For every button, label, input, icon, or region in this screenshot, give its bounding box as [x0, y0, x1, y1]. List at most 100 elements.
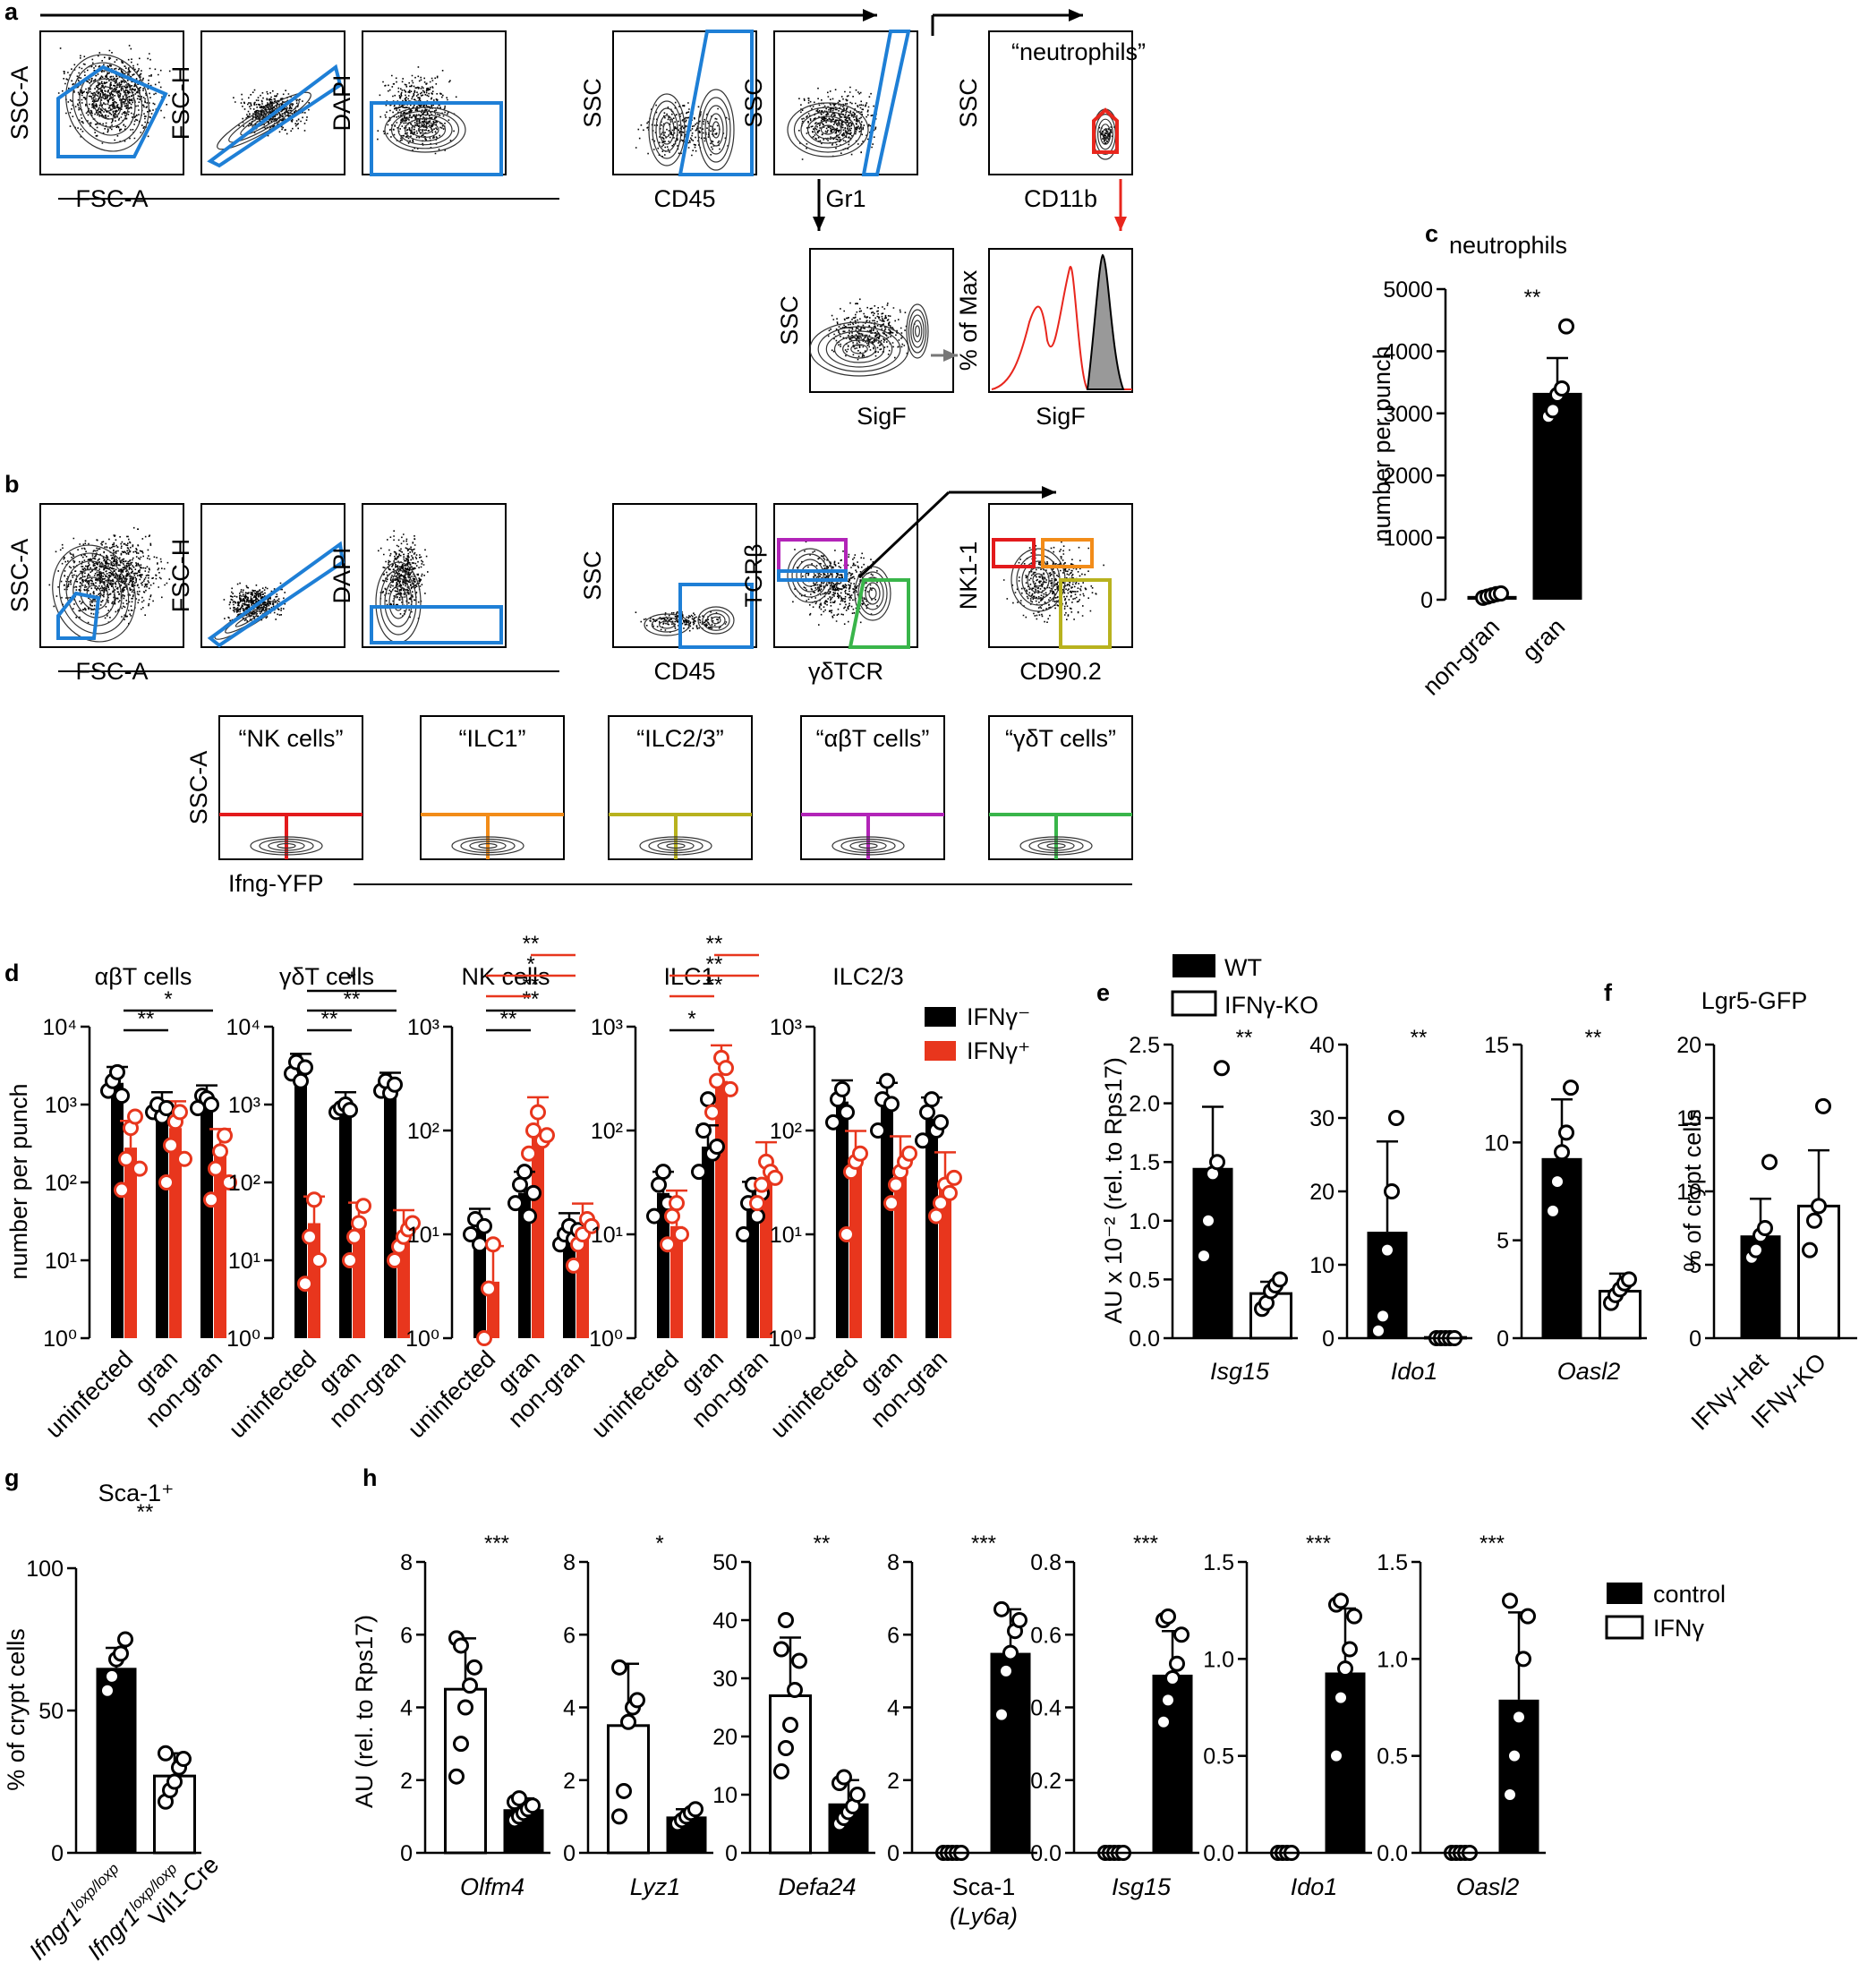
contour-line	[1021, 560, 1055, 600]
bar-ifng-neg	[294, 1070, 307, 1338]
x-tick-label: non-gran	[1418, 613, 1505, 701]
data-point	[1621, 1271, 1637, 1288]
arrow-head	[813, 217, 825, 231]
data-point-pos	[530, 1104, 546, 1121]
subset-plot-1	[218, 715, 363, 860]
data-point-neg	[736, 1226, 752, 1242]
arrow-head	[1042, 486, 1056, 499]
significance: **	[1411, 1026, 1428, 1050]
data-point-pos	[673, 1226, 689, 1242]
y-tick-label: 10³	[770, 1015, 802, 1040]
contour-line	[72, 568, 115, 619]
event-dots	[827, 298, 916, 361]
contour-line	[831, 836, 905, 856]
contour-line	[787, 102, 869, 158]
contour-line	[388, 585, 408, 619]
contour-line	[833, 335, 885, 363]
y-axis-label: % of crypt cells	[3, 1628, 30, 1791]
contour-line	[384, 107, 466, 153]
y-tick-label: 6	[563, 1623, 576, 1648]
bar-ifng-pos	[939, 1188, 951, 1338]
data-point	[1200, 1212, 1216, 1229]
bar-ifng-pos	[849, 1166, 862, 1338]
subset-ylabel: SSC-A	[185, 751, 212, 825]
histogram-eosinophils	[1086, 253, 1125, 390]
data-point	[1815, 1097, 1831, 1114]
y-tick-label: 40	[712, 1608, 738, 1634]
gate-gdt	[848, 578, 910, 649]
contour-group	[1019, 836, 1093, 856]
y-tick-label: 40	[1309, 1033, 1335, 1058]
chart-title: Lgr5-GFP	[1701, 987, 1808, 1014]
data-point-pos	[660, 1236, 676, 1253]
y-tick-label: 10¹	[770, 1223, 802, 1248]
significance: **	[1236, 1026, 1253, 1050]
data-point	[1370, 1322, 1386, 1339]
flow-a-ylabel: SSC	[740, 78, 767, 128]
subset-plot-3	[608, 715, 753, 860]
data-point-neg	[297, 1059, 313, 1076]
contour-line	[914, 325, 920, 337]
chart-title: Sca-1⁺	[98, 1480, 175, 1506]
subset-plot-5	[988, 715, 1133, 860]
legend-label: IFNγ-KO	[1224, 992, 1318, 1019]
significance: ***	[1306, 1532, 1331, 1556]
contour-line	[659, 620, 675, 629]
subset-plot-2	[420, 715, 565, 860]
significance-red: **	[706, 952, 723, 977]
data-point	[1388, 1110, 1404, 1126]
y-tick-label: 0.2	[1030, 1769, 1062, 1794]
contour-group	[831, 836, 905, 856]
data-point	[616, 1782, 632, 1799]
contour-line	[800, 111, 856, 149]
flow-a-xlabel: CD45	[653, 185, 715, 212]
data-point-pos	[928, 1207, 944, 1224]
contour-group	[906, 303, 929, 359]
y-tick-label: 10¹	[591, 1223, 623, 1248]
y-axis-label: number per punch	[5, 1083, 32, 1279]
data-point-pos	[704, 1104, 721, 1121]
contour-line	[1027, 567, 1050, 593]
panel-letter-d: d	[4, 960, 20, 986]
contour-group	[809, 321, 909, 377]
subset-title: “NK cells”	[238, 725, 343, 752]
arrow-head	[943, 349, 958, 362]
data-point-pos	[946, 1169, 962, 1186]
contour-line	[1096, 118, 1113, 150]
data-point-neg	[158, 1099, 175, 1116]
data-point	[462, 1677, 478, 1694]
gene-label: Isg15	[1210, 1358, 1270, 1385]
contour-line	[842, 339, 876, 359]
data-point-pos	[302, 1228, 318, 1245]
contour-line	[58, 552, 130, 635]
data-point	[99, 1682, 115, 1699]
data-point-neg	[695, 1122, 712, 1139]
bar-ifng-pos	[532, 1132, 544, 1338]
data-point	[993, 1600, 1010, 1617]
y-tick-label: 4000	[1383, 339, 1433, 364]
y-tick-label: 0	[1420, 588, 1433, 613]
gate-cd45	[678, 583, 754, 649]
y-tick-label: 10⁴	[42, 1015, 77, 1040]
contour-line	[659, 115, 675, 145]
significance-red: **	[523, 973, 540, 997]
contour-line	[850, 344, 868, 354]
arrow-to-nk-plot	[857, 491, 951, 579]
data-point	[836, 1769, 852, 1786]
gate-live	[370, 101, 503, 176]
data-point-pos	[933, 1195, 949, 1212]
x-tick-label: uninfected	[765, 1345, 863, 1443]
y-tick-label: 10⁰	[405, 1327, 439, 1352]
bar-ifng-neg	[881, 1104, 893, 1338]
y-tick-label: 6	[887, 1623, 900, 1648]
contour-line	[652, 100, 682, 159]
contour-line	[86, 78, 129, 128]
significance: ***	[1133, 1532, 1158, 1556]
data-point	[1502, 1787, 1518, 1803]
data-point-pos	[521, 1145, 537, 1162]
data-point	[1164, 1670, 1181, 1686]
y-tick-label: 10²	[591, 1119, 623, 1144]
flow-b-ylabel: FSC-H	[167, 539, 194, 613]
contour-line	[809, 321, 909, 377]
gate-live	[370, 605, 503, 644]
